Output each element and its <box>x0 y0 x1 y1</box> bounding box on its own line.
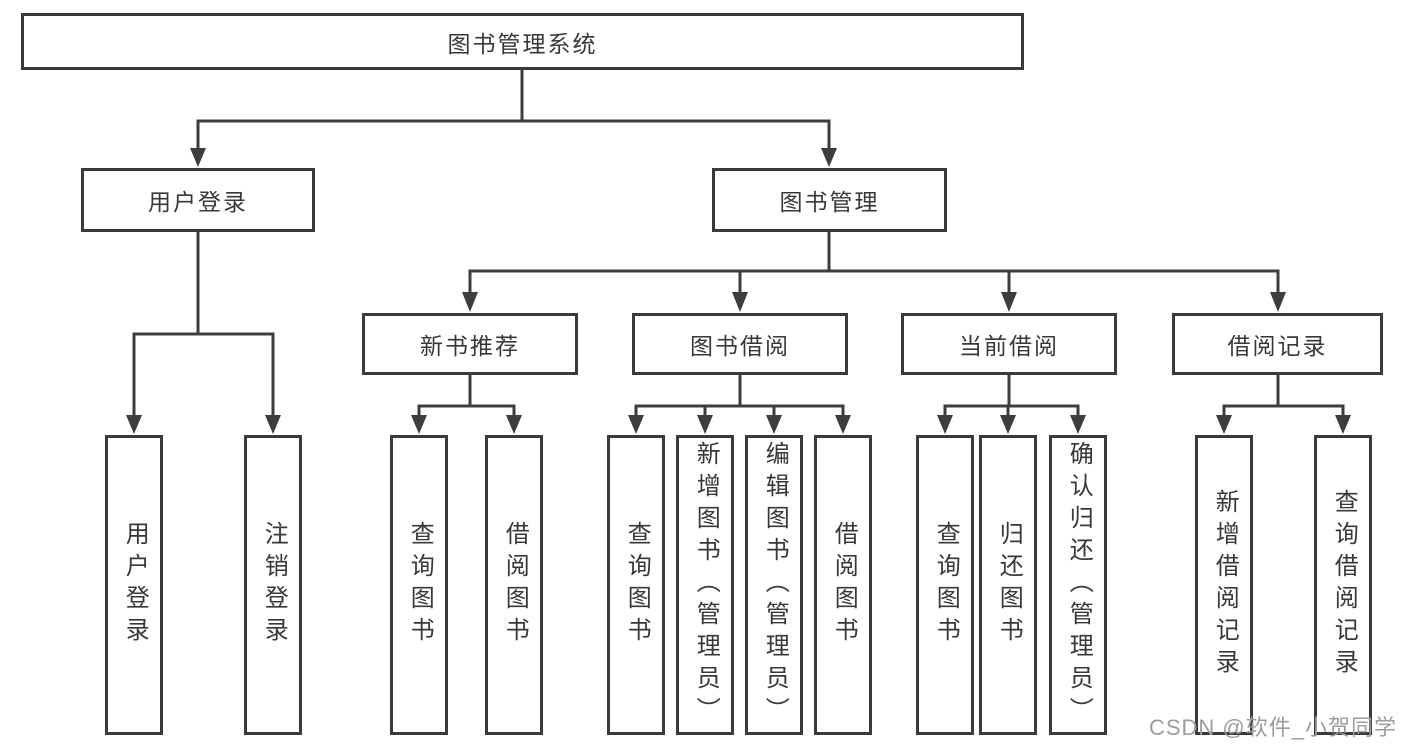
node-root-label: 图书管理系统 <box>447 30 598 57</box>
node-book-borrow-label: 图书借阅 <box>690 333 790 359</box>
leaf-user-login: 用户登录 <box>105 435 163 735</box>
leaf-newbooks-query-book: 查询图书 <box>390 435 448 735</box>
leaf-newbooks-borrow-book-label: 借阅图书 <box>501 521 529 649</box>
leaf-logout-label: 注销登录 <box>260 521 288 649</box>
leaf-borrow-query-book: 查询图书 <box>607 435 665 735</box>
leaf-records-query-record-label: 查询借阅记录 <box>1330 489 1358 681</box>
leaf-records-query-record: 查询借阅记录 <box>1314 435 1372 735</box>
leaf-borrow-query-book-label: 查询图书 <box>623 521 651 649</box>
leaf-current-query-book: 查询图书 <box>916 435 974 735</box>
node-book-management: 图书管理 <box>712 168 947 232</box>
leaf-records-add-record-label: 新增借阅记录 <box>1211 489 1239 681</box>
leaf-current-confirm-return-admin: 确认归还（管理员） <box>1049 435 1107 735</box>
node-root: 图书管理系统 <box>21 13 1024 70</box>
node-current-borrow: 当前借阅 <box>901 313 1117 375</box>
leaf-borrow-edit-book-admin: 编辑图书（管理员） <box>745 435 803 735</box>
node-borrow-records: 借阅记录 <box>1172 313 1383 375</box>
leaf-current-confirm-return-admin-label: 确认归还（管理员） <box>1065 441 1093 729</box>
leaf-borrow-add-book-admin: 新增图书（管理员） <box>676 435 734 735</box>
leaf-newbooks-borrow-book: 借阅图书 <box>485 435 543 735</box>
watermark: CSDN @软件_小贺同学 <box>1148 715 1397 740</box>
node-book-borrow: 图书借阅 <box>632 313 848 375</box>
node-new-book-recommend: 新书推荐 <box>362 313 578 375</box>
leaf-borrow-borrow-book-label: 借阅图书 <box>830 521 858 649</box>
node-borrow-records-label: 借阅记录 <box>1227 333 1328 359</box>
node-current-borrow-label: 当前借阅 <box>959 333 1059 359</box>
leaf-borrow-add-book-admin-label: 新增图书（管理员） <box>692 441 720 729</box>
leaf-records-add-record: 新增借阅记录 <box>1195 435 1253 735</box>
node-book-management-label: 图书管理 <box>779 189 880 215</box>
leaf-current-return-book: 归还图书 <box>979 435 1037 735</box>
leaf-current-query-book-label: 查询图书 <box>932 521 960 649</box>
leaf-newbooks-query-book-label: 查询图书 <box>406 521 434 649</box>
leaf-user-login-label: 用户登录 <box>121 521 149 649</box>
leaf-borrow-edit-book-admin-label: 编辑图书（管理员） <box>761 441 789 729</box>
leaf-logout: 注销登录 <box>244 435 302 735</box>
node-user-login: 用户登录 <box>81 168 315 232</box>
leaf-current-return-book-label: 归还图书 <box>995 521 1023 649</box>
leaf-borrow-borrow-book: 借阅图书 <box>814 435 872 735</box>
node-user-login-label: 用户登录 <box>148 189 248 215</box>
node-new-book-recommend-label: 新书推荐 <box>420 333 520 359</box>
